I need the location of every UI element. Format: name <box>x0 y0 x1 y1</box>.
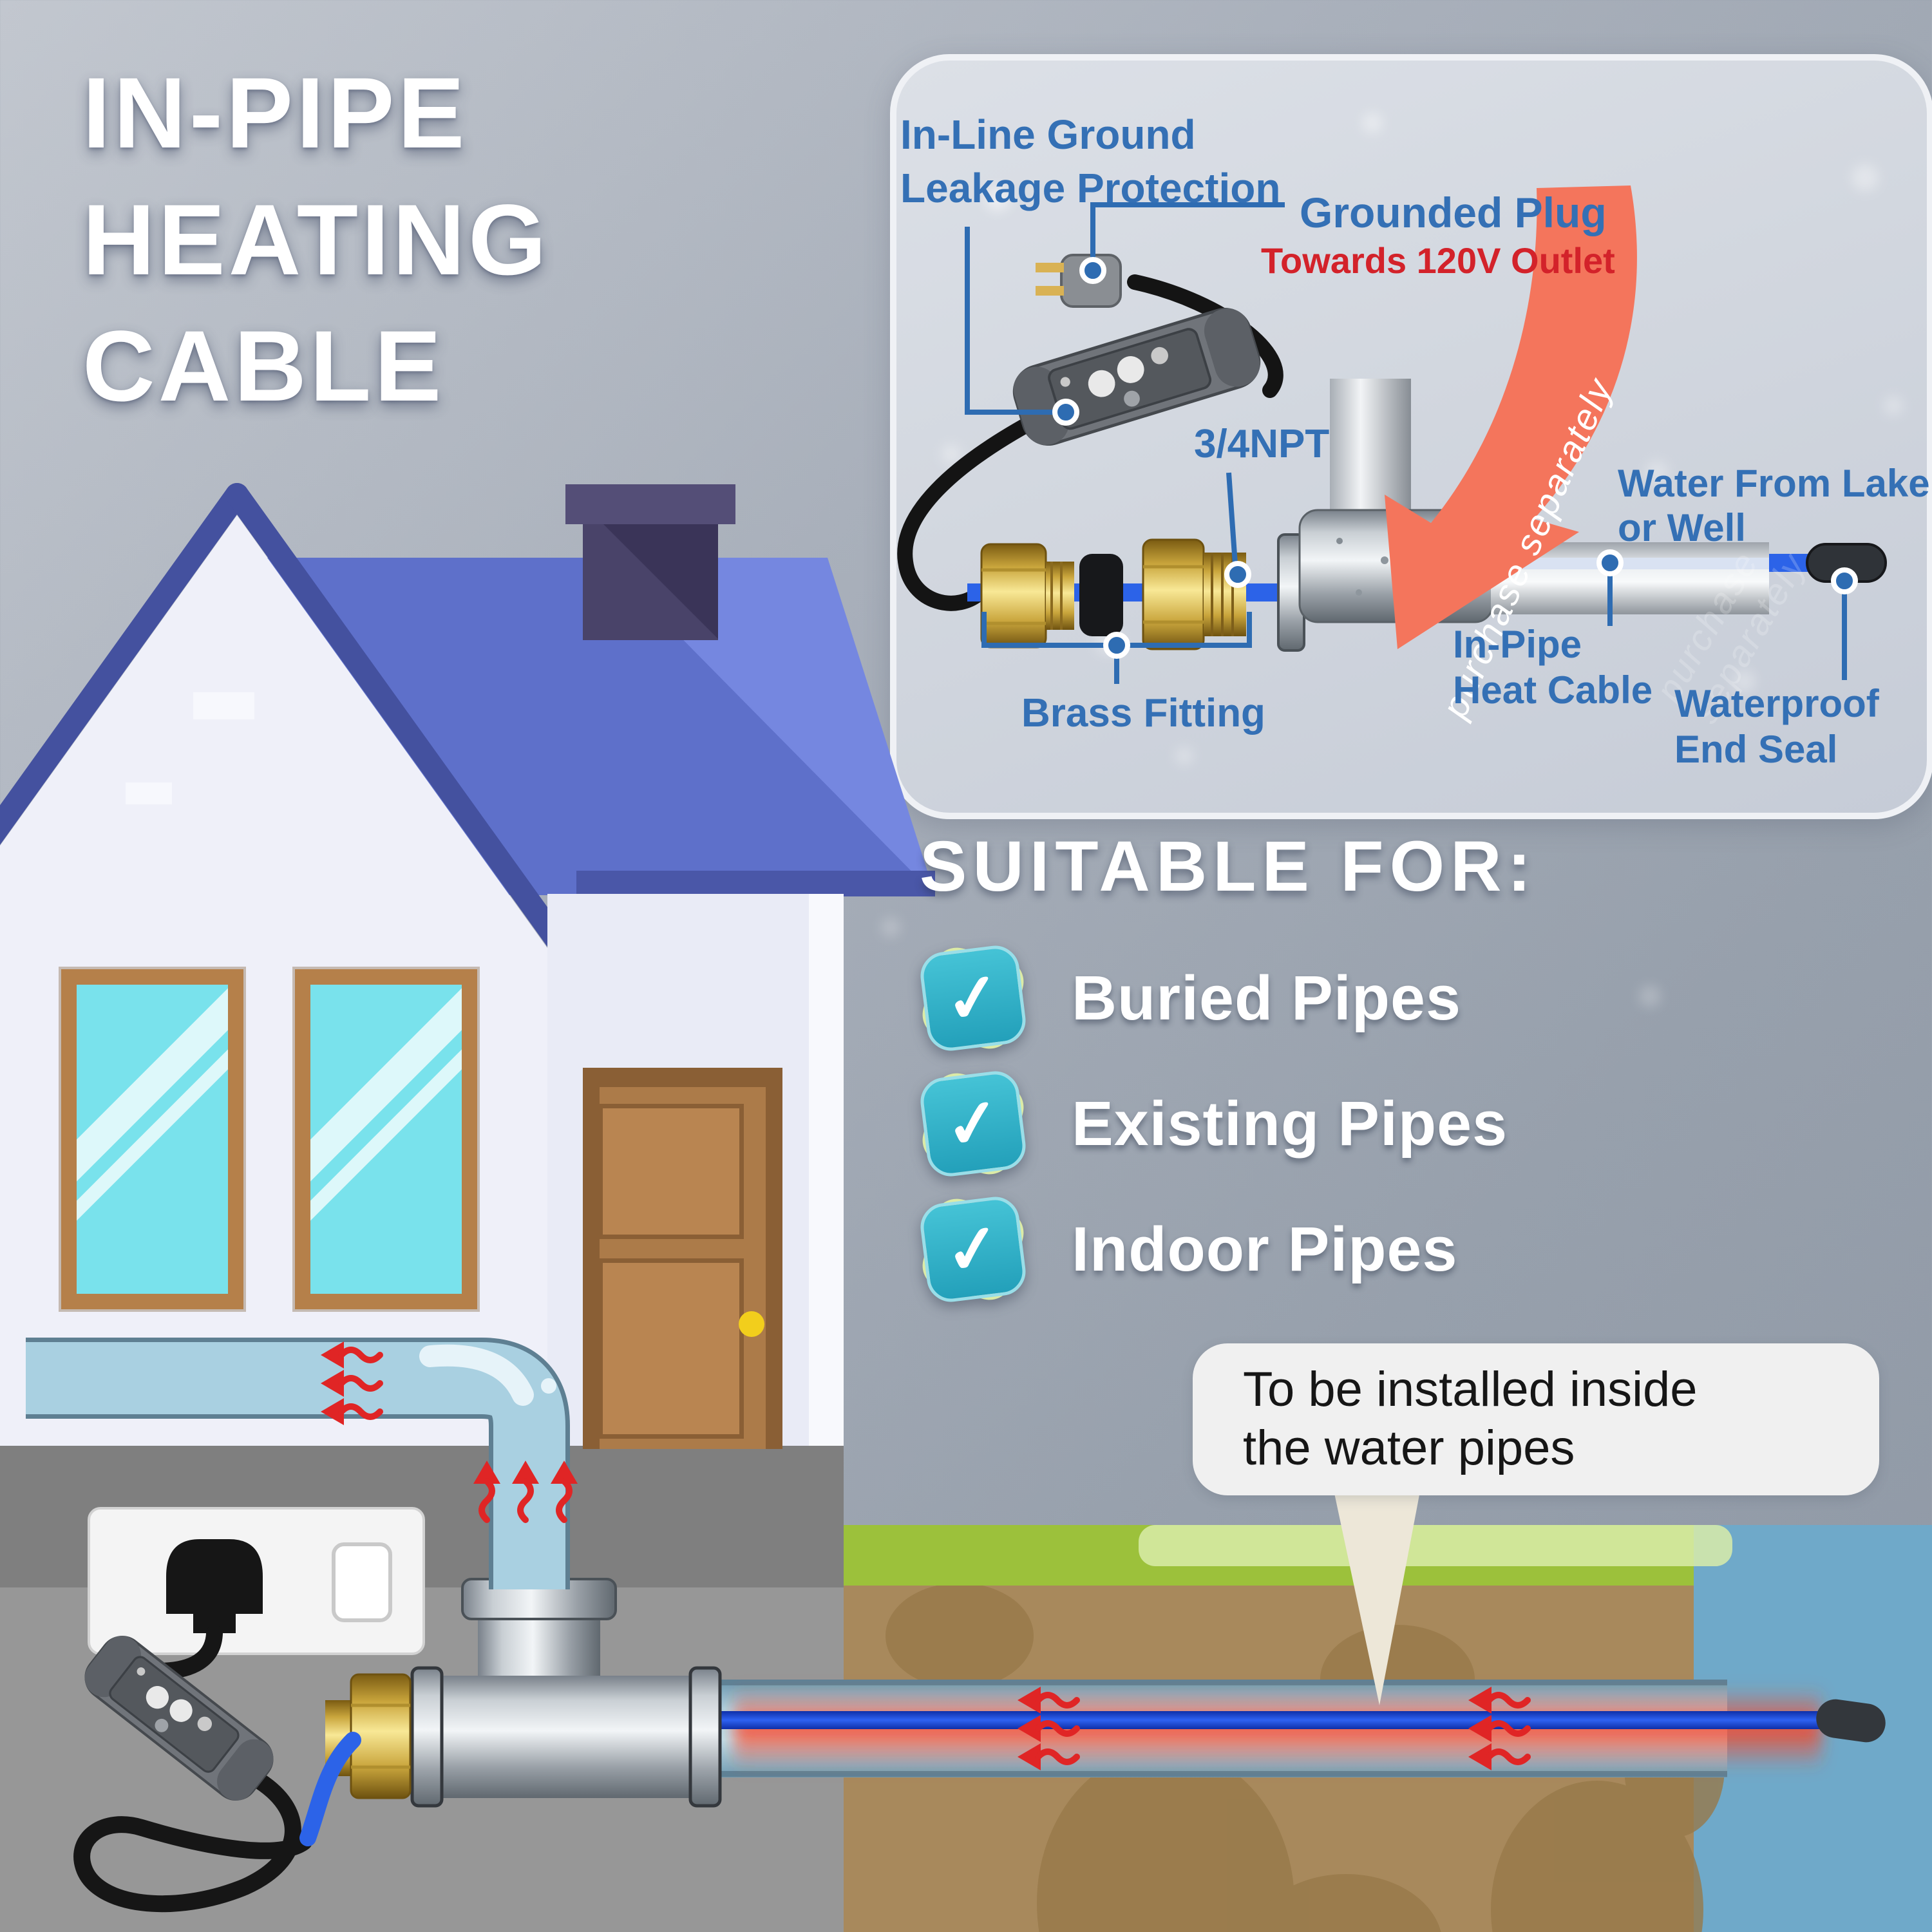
chimney <box>565 484 735 640</box>
label-water-source: Water From Lake or Well <box>1618 462 1930 549</box>
bubble-line2: the water pipes <box>1243 1421 1575 1476</box>
inline-ground-line1: In-Line Ground <box>900 111 1196 158</box>
suitable-heading: SUITABLE FOR: <box>920 827 1537 906</box>
purchase-arrow <box>1385 185 1637 649</box>
device-cord <box>73 1773 312 1913</box>
window-glass <box>77 985 228 1294</box>
ferrule <box>1079 554 1123 636</box>
wall-outlet <box>88 1507 425 1655</box>
wall-highlight <box>126 782 172 804</box>
label-waterproof-end-seal: Waterproof End Seal <box>1674 681 1879 773</box>
label-npt: 3/4NPT <box>1194 422 1330 466</box>
buried-pipe <box>715 1680 1886 1777</box>
gable-roofline <box>0 483 573 958</box>
title-line-2: HEATING <box>82 184 550 296</box>
title-line-3: CABLE <box>82 310 445 423</box>
door-inset-bottom <box>598 1258 744 1439</box>
checklist-label: Indoor Pipes <box>1072 1214 1458 1284</box>
checklist-item-buried-pipes: ✓ Buried Pipes <box>917 942 1461 1054</box>
label-in-pipe-heat-cable: In-Pipe Heat Cable <box>1453 622 1653 714</box>
indoor-water-pipe <box>26 1338 570 1589</box>
bokeh-dot <box>1884 396 1903 415</box>
checkmark-icon: ✓ <box>917 942 1029 1054</box>
bubble-line1: To be installed inside <box>1243 1362 1698 1417</box>
roof-eave <box>576 871 935 896</box>
label-towards-outlet: Towards 120V Outlet <box>1261 240 1615 281</box>
bokeh-dot <box>985 187 1010 211</box>
inline-ground-line2: Leakage Protection <box>900 165 1281 212</box>
panel-illustration <box>897 185 1887 684</box>
bokeh-dot <box>1362 113 1383 133</box>
bokeh-dot <box>1639 985 1661 1007</box>
bokeh-dot <box>1732 670 1756 693</box>
waterproof-end-seal <box>1816 1699 1886 1743</box>
checklist-item-indoor-pipes: ✓ Indoor Pipes <box>917 1193 1458 1305</box>
vertical-pipe-panel <box>1330 379 1411 516</box>
heating-cable <box>715 1711 1820 1729</box>
blue-cable-basement <box>299 1732 361 1846</box>
bubble-tail <box>1332 1481 1422 1705</box>
speech-bubble: To be installed inside the water pipes <box>1193 1343 1879 1495</box>
front-door <box>583 1068 782 1449</box>
window-right <box>295 969 477 1309</box>
in-pipe-line1: In-Pipe <box>1453 623 1582 666</box>
end-seal-line2: End Seal <box>1674 727 1838 771</box>
outlet-switch <box>332 1542 392 1622</box>
label-brass-fitting: Brass Fitting <box>1021 691 1265 735</box>
checkmark-icon: ✓ <box>917 1068 1029 1180</box>
bokeh-dot <box>881 918 900 937</box>
checkmark-icon: ✓ <box>917 1193 1029 1305</box>
door-knob <box>739 1311 764 1337</box>
checklist-label: Existing Pipes <box>1072 1088 1508 1159</box>
window-left <box>61 969 243 1309</box>
bokeh-dot <box>1175 747 1193 765</box>
window-glass <box>310 985 462 1294</box>
checklist-item-existing-pipes: ✓ Existing Pipes <box>917 1068 1508 1180</box>
end-seal-line1: Waterproof <box>1674 682 1879 725</box>
title-line-1: IN-PIPE <box>82 57 468 169</box>
bokeh-dot <box>1645 460 1669 484</box>
page-title: IN-PIPE HEATING CABLE <box>82 50 549 430</box>
bokeh-dot <box>942 444 961 464</box>
cable-inside-pipe <box>1494 558 1769 569</box>
label-inline-ground: In-Line Ground Leakage Protection <box>900 108 1280 215</box>
checklist-label: Buried Pipes <box>1072 963 1461 1033</box>
bokeh-dot <box>1852 164 1879 191</box>
leader-dots <box>1052 257 1858 659</box>
power-plug <box>166 1539 263 1614</box>
door-inset-top <box>598 1104 744 1239</box>
wall-highlight <box>193 692 254 719</box>
in-pipe-line2: Heat Cable <box>1453 668 1653 712</box>
label-grounded-plug: Grounded Plug <box>1300 189 1607 236</box>
